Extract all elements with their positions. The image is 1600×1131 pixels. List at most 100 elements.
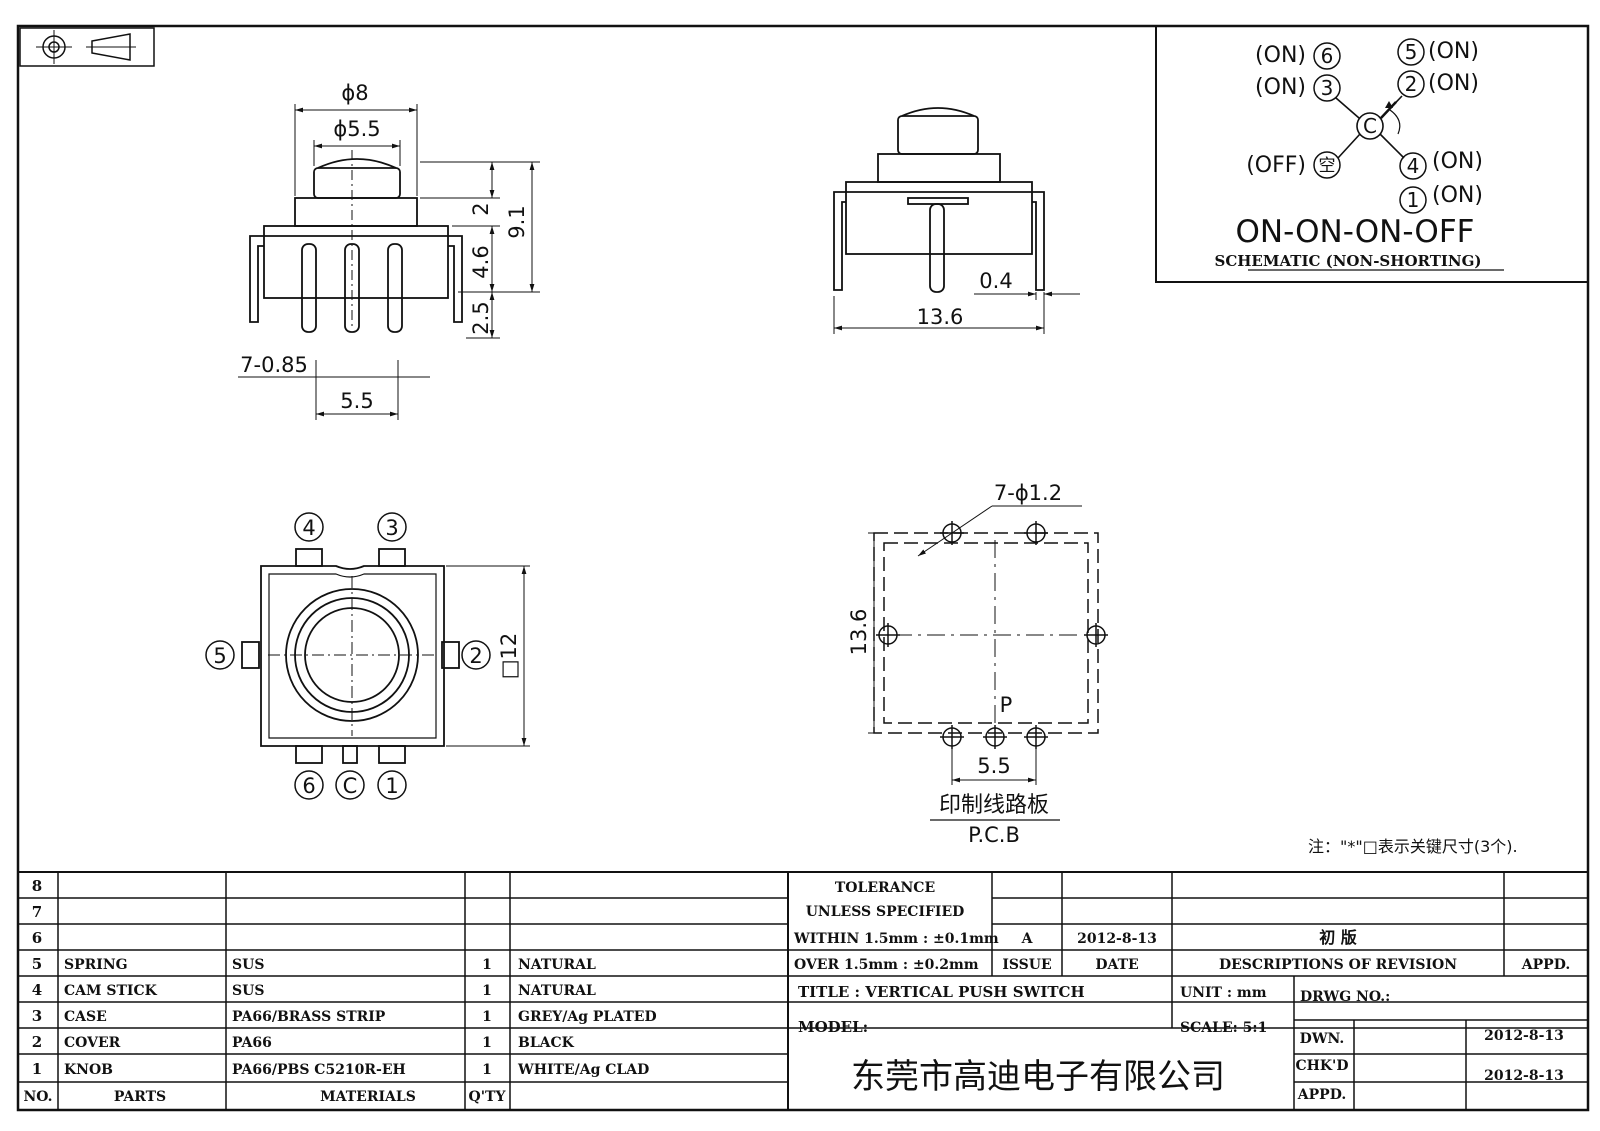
pin-label-6: 6 xyxy=(302,774,315,798)
sch-text-on-5: (ON) xyxy=(1428,39,1479,64)
bom-row: 5 SPRING SUS 1 NATURAL xyxy=(32,955,596,973)
dwn-label: DWN. xyxy=(1300,1031,1345,1047)
pin-label-4: 4 xyxy=(302,516,315,540)
bom-qty: 1 xyxy=(482,957,492,973)
bom-no: 2 xyxy=(32,1033,42,1051)
unit-label: UNIT : mm xyxy=(1180,985,1267,1001)
appd-label: APPD. xyxy=(1521,957,1570,973)
bom-part: SPRING xyxy=(64,957,128,973)
pcb-hole-icon xyxy=(1024,521,1048,545)
revision-date: 2012-8-13 xyxy=(1077,931,1157,947)
front-dim-91: 9.1 xyxy=(505,205,529,238)
tolerance-subtitle: UNLESS SPECIFIED xyxy=(806,904,965,920)
bom-material: PA66/BRASS STRIP xyxy=(232,1009,386,1025)
sch-num-5: 5 xyxy=(1405,40,1418,64)
pcb-dim-pitch: 5.5 xyxy=(977,754,1010,778)
side-dim-136: 13.6 xyxy=(917,305,964,329)
projection-symbol-icon xyxy=(19,27,155,67)
bom-no: 8 xyxy=(32,877,42,895)
bom-qty: 1 xyxy=(482,983,492,999)
revision-description: 初 版 xyxy=(1319,928,1357,947)
top-dim-12: □12 xyxy=(497,633,521,680)
title-block-grid xyxy=(991,872,1588,1110)
bom-no: 3 xyxy=(32,1007,42,1025)
sch-text-on-1: (ON) xyxy=(1432,183,1483,208)
dwn-date: 2012-8-13 xyxy=(1484,1028,1564,1044)
sch-text-on-2: (ON) xyxy=(1428,71,1479,96)
bom-no: 4 xyxy=(32,981,42,999)
side-dim-04: 0.4 xyxy=(979,269,1012,293)
revision-issue: A xyxy=(1021,931,1034,947)
bom-row: 2 COVER PA66 1 BLACK xyxy=(32,1033,575,1051)
sheet-border xyxy=(16,24,1590,1112)
top-view xyxy=(241,548,530,764)
side-view xyxy=(833,107,1080,334)
sch-text-on-4: (ON) xyxy=(1432,149,1483,174)
bom-grid xyxy=(18,871,1588,1110)
model-label: MODEL: xyxy=(798,1018,868,1036)
bom-material: PA66 xyxy=(232,1035,272,1051)
bom-no: 7 xyxy=(32,903,42,921)
bom-remark: WHITE/Ag CLAD xyxy=(517,1062,649,1078)
sch-text-off: (OFF) xyxy=(1246,153,1306,178)
sch-num-2: 2 xyxy=(1405,72,1418,96)
bom-qty: 1 xyxy=(482,1062,492,1078)
pcb-dim-136: 13.6 xyxy=(847,609,871,656)
sch-num-c: C xyxy=(1363,114,1377,138)
bom-no: 6 xyxy=(32,929,42,947)
front-dim-pins: 7-0.85 xyxy=(240,353,308,377)
pcb-dim-holes: 7-ϕ1.2 xyxy=(994,481,1062,505)
bom-material: PA66/PBS C5210R-EH xyxy=(232,1062,406,1078)
bom-row: 4 CAM STICK SUS 1 NATURAL xyxy=(32,981,596,999)
drawing-title: TITLE : VERTICAL PUSH SWITCH xyxy=(798,983,1085,1001)
bom-header-qty: Q'TY xyxy=(469,1089,507,1105)
top-view-pin-labels: 4 3 5 2 6 C 1 xyxy=(205,512,491,800)
front-dim-pitch: 5.5 xyxy=(340,389,373,413)
sch-num-3: 3 xyxy=(1321,76,1334,100)
bom-material: SUS xyxy=(232,983,264,999)
bom-part: KNOB xyxy=(64,1062,113,1078)
bom-no: 1 xyxy=(32,1060,42,1078)
sch-text-on-3: (ON) xyxy=(1255,75,1306,100)
pcb-label-en: P.C.B xyxy=(968,823,1020,847)
drawing-number-label: DRWG NO.: xyxy=(1300,989,1390,1005)
sch-num-4: 4 xyxy=(1407,154,1420,178)
bom-row: 8 xyxy=(32,877,42,895)
bom-part: CASE xyxy=(64,1009,107,1025)
bom-qty: 1 xyxy=(482,1035,492,1051)
bom-remark: NATURAL xyxy=(518,957,596,973)
bom-header: NO. PARTS MATERIALS Q'TY xyxy=(23,1089,506,1105)
tolerance-title: TOLERANCE xyxy=(835,880,935,896)
descriptions-label: DESCRIPTIONS OF REVISION xyxy=(1219,957,1457,973)
bom-header-materials: MATERIALS xyxy=(320,1089,416,1105)
front-view xyxy=(238,104,540,420)
pcb-label-cn: 印制线路板 xyxy=(939,793,1049,818)
bom-remark: BLACK xyxy=(518,1035,575,1051)
pcb-hole-icon xyxy=(983,725,1007,749)
bom-row: 3 CASE PA66/BRASS STRIP 1 GREY/Ag PLATED xyxy=(32,1007,657,1025)
pin-label-3: 3 xyxy=(385,516,398,540)
tolerance-over: OVER 1.5mm : ±0.2mm xyxy=(794,957,979,973)
date-label: DATE xyxy=(1095,957,1138,973)
sch-num-1: 1 xyxy=(1407,188,1420,212)
issue-label: ISSUE xyxy=(1002,957,1051,973)
front-dim-25: 2.5 xyxy=(469,301,493,334)
bom-row: 6 xyxy=(32,929,42,947)
schematic-subtitle: SCHEMATIC (NON-SHORTING) xyxy=(1214,252,1481,270)
front-dim-phi8: ϕ8 xyxy=(341,81,368,105)
dimension-note: 注："*"□表示关键尺寸(3个). xyxy=(1308,837,1518,856)
schematic-title: ON-ON-ON-OFF xyxy=(1236,214,1475,250)
chkd-date: 2012-8-13 xyxy=(1484,1068,1564,1084)
sch-text-on-6: (ON) xyxy=(1255,43,1306,68)
bom-row: 1 KNOB PA66/PBS C5210R-EH 1 WHITE/Ag CLA… xyxy=(32,1060,649,1078)
tolerance-within: WITHIN 1.5mm : ±0.1mm xyxy=(793,931,999,947)
pcb-hole-icon xyxy=(1024,725,1048,749)
bom-part: CAM STICK xyxy=(64,983,158,999)
appd-sign-label: APPD. xyxy=(1297,1087,1346,1103)
sch-num-6: 6 xyxy=(1321,44,1334,68)
pcb-layout xyxy=(868,505,1108,821)
pin-label-1: 1 xyxy=(385,774,398,798)
bom-material: SUS xyxy=(232,957,264,973)
bom-qty: 1 xyxy=(482,1009,492,1025)
